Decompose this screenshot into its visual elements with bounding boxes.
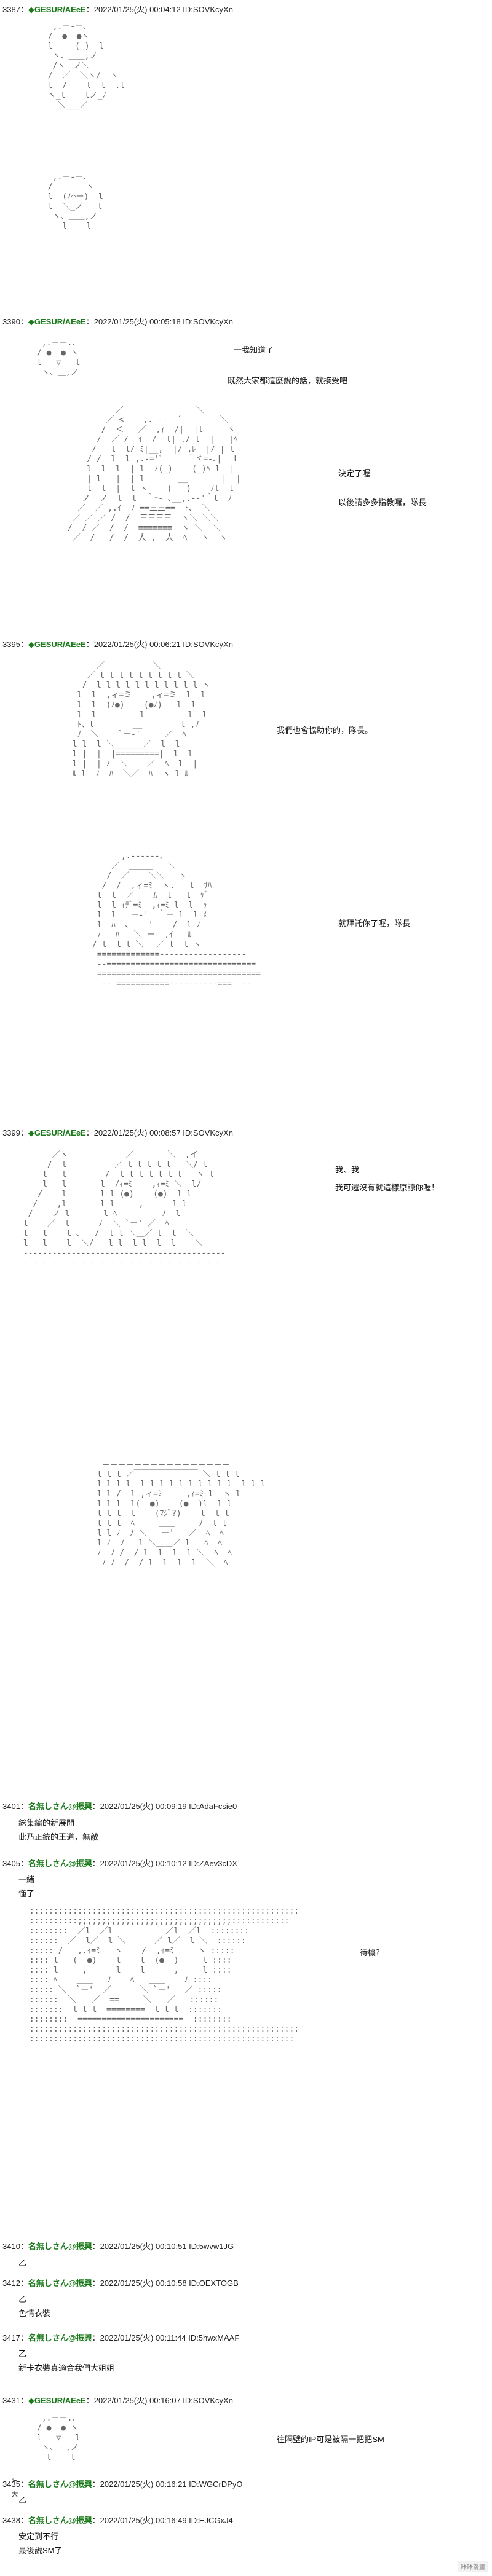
ascii-art: ／￣￣￣￣￣￣￣￣￣＼ ／ < ,. -‐ ´ ＼ / ＜ ／ ,ｨ /| |l…	[68, 406, 241, 543]
post-header: 3431：◆GESUR/AEeE：2022/01/25(火) 00:16:07 …	[2, 2395, 233, 2406]
reply-text: 懂了	[18, 1889, 35, 1899]
reply-text: 総集編的新展開	[18, 1818, 75, 1828]
poster-name[interactable]: ◆GESUR/AEeE	[28, 316, 86, 326]
post-number: 3399：	[2, 1128, 28, 1138]
dialogue-line: 我、我	[335, 1164, 360, 1174]
dialogue-line: 一我知道了	[234, 345, 274, 355]
post-meta: ：2022/01/25(火) 00:09:19 ID:AdaFcsie0	[92, 1802, 237, 1812]
dialogue-line: 既然大家都這麼說的話，就接受吧	[228, 375, 348, 385]
ascii-art: ::::::::::::::::::::::::::::::::::::::::…	[29, 1906, 300, 2044]
poster-name[interactable]: 名無しさん@振興	[28, 2479, 92, 2489]
post-number: 3431：	[2, 2396, 28, 2406]
post-meta: ：2022/01/25(火) 00:06:21 ID:SOVKcyXn	[85, 639, 233, 649]
ascii-art: ／￣￣￣￣￣￣＼ ／ l l l l l l l l l ＼ / l l l l…	[72, 661, 211, 779]
poster-name[interactable]: ◆GESUR/AEeE	[28, 4, 86, 14]
reply-text: 乙	[18, 2295, 27, 2304]
post-number: 3410：	[2, 2242, 28, 2252]
post-number: 3412：	[2, 2278, 28, 2288]
ascii-art: ,.－－.､ / ● ● ヽ l ▽ l ヽ、＿,ノ	[37, 339, 81, 378]
poster-name[interactable]: 名無しさん@振興	[28, 1858, 92, 1868]
post-meta: ：2022/01/25(火) 00:11:44 ID:5hwxMAAF	[92, 2333, 240, 2342]
dialogue-line: 決定了喔	[338, 469, 371, 479]
post-meta: ：2022/01/25(火) 00:10:51 ID:5wvw1JG	[92, 2242, 234, 2252]
post-number: 3401：	[2, 1802, 28, 1812]
post-meta: ：2022/01/25(火) 00:16:21 ID:WGCrDPyO	[92, 2479, 243, 2489]
post-header: 3395：◆GESUR/AEeE：2022/01/25(火) 00:06:21 …	[2, 639, 233, 650]
site-watermark: 咔咔漫畫	[458, 2561, 488, 2572]
reply-text: 乙	[18, 2258, 27, 2268]
post-meta: ：2022/01/25(火) 00:10:58 ID:OEXTOGB	[92, 2278, 239, 2288]
post-number: 3438：	[2, 2515, 28, 2525]
post-header: 3438：名無しさん@振興：2022/01/25(火) 00:16:49 ID:…	[2, 2515, 233, 2526]
poster-name[interactable]: 名無しさん@振興	[28, 1802, 92, 1812]
poster-name[interactable]: 名無しさん@振興	[28, 2333, 92, 2342]
reply-text: 乙	[18, 2349, 27, 2359]
dialogue-line: 待機？	[360, 1947, 384, 1957]
post-meta: ：2022/01/25(火) 00:16:49 ID:EJCGxJ4	[92, 2515, 233, 2525]
ascii-art: ,.-‐‐‐‐-､ ／ ＿＿＿ ＼ / ／ ＼＼ ヽ / / ,ィ=ﾐ ヽ. l…	[92, 852, 261, 989]
post-number: 3395：	[2, 639, 28, 649]
dialogue-line: 以後請多多指教囉，隊長	[338, 497, 427, 507]
post-meta: ：2022/01/25(火) 00:08:57 ID:SOVKcyXn	[85, 1128, 233, 1138]
post-header: 3435：名無しさん@振興：2022/01/25(火) 00:16:21 ID:…	[2, 2479, 243, 2489]
poster-name[interactable]: 名無しさん@振興	[28, 2515, 92, 2525]
side-note: こ	[10, 2474, 18, 2481]
dialogue-line: 我們也會協助你的，隊長。	[277, 726, 373, 736]
dialogue-line: 我可還沒有就這樣原諒你喔！	[335, 1183, 440, 1193]
post-meta: ：2022/01/25(火) 00:05:18 ID:SOVKcyXn	[85, 316, 233, 326]
reply-text: 此乃正統的王道，無敵	[18, 1832, 99, 1842]
post-number: 3387：	[2, 4, 28, 14]
reply-text: 新卡衣裝真適合我們大姐姐	[18, 2363, 115, 2373]
post-meta: ：2022/01/25(火) 00:16:07 ID:SOVKcyXn	[85, 2396, 233, 2406]
post-number: 3435：	[2, 2479, 28, 2489]
dialogue-line: 往隔壁的IP可是被隔一把把SM	[277, 2434, 384, 2444]
reply-text: 最後說SM了	[18, 2546, 63, 2556]
reply-text: 色情衣裝	[18, 2309, 51, 2319]
post-number: 3417：	[2, 2333, 28, 2342]
side-note: 大	[10, 2491, 18, 2498]
reply-text: 安定到不行	[18, 2532, 59, 2542]
poster-name[interactable]: ◆GESUR/AEeE	[28, 2396, 86, 2406]
poster-name[interactable]: 名無しさん@振興	[28, 2242, 92, 2252]
poster-name[interactable]: ◆GESUR/AEeE	[28, 1128, 86, 1138]
post-meta: ：2022/01/25(火) 00:10:12 ID:ZAev3cDX	[92, 1858, 237, 1868]
post-header: 3387：◆GESUR/AEeE：2022/01/25(火) 00:04:12 …	[2, 4, 233, 15]
ascii-art: ,.－‐－､ / ヽ l (ﾉ⌒ー) l l ＼_ノ l ヽ、＿＿,ノ l l	[47, 172, 103, 231]
ascii-art: ,.－‐－､ / ● ●ヽ l (_) l ヽ、＿＿,ノ /ヽ＿ノ＼ ＿ / ／…	[47, 22, 125, 111]
ascii-art: ＝＝＝＝＝＝＝ ＝＝＝＝＝＝＝＝＝＝＝＝＝＝＝＝ l l l ／￣￣￣￣￣￣￣￣…	[97, 1450, 266, 1568]
ascii-art: ／ヽ ／ ￣￣￣ ＼ ,イ / l ／ l l l l l ＼/ l l l /…	[23, 1150, 226, 1268]
post-header: 3410：名無しさん@振興：2022/01/25(火) 00:10:51 ID:…	[2, 2241, 234, 2252]
post-number: 3390：	[2, 316, 28, 326]
reply-text: 一緒	[18, 1874, 35, 1884]
post-header: 3390：◆GESUR/AEeE：2022/01/25(火) 00:05:18 …	[2, 316, 233, 327]
reply-text: 乙	[18, 2495, 27, 2505]
dialogue-line: 就拜託你了喔，隊長	[338, 918, 411, 928]
post-header: 3417：名無しさん@振興：2022/01/25(火) 00:11:44 ID:…	[2, 2333, 239, 2343]
poster-name[interactable]: 名無しさん@振興	[28, 2278, 92, 2288]
post-header: 3399：◆GESUR/AEeE：2022/01/25(火) 00:08:57 …	[2, 1128, 233, 1138]
ascii-art: ,.－－.､ / ● ● ヽ l ▽ l ヽ、＿,ノ l l	[37, 2413, 81, 2462]
post-meta: ：2022/01/25(火) 00:04:12 ID:SOVKcyXn	[85, 4, 233, 14]
post-header: 3405：名無しさん@振興：2022/01/25(火) 00:10:12 ID:…	[2, 1858, 237, 1869]
post-header: 3412：名無しさん@振興：2022/01/25(火) 00:10:58 ID:…	[2, 2278, 239, 2288]
poster-name[interactable]: ◆GESUR/AEeE	[28, 639, 86, 649]
post-header: 3401：名無しさん@振興：2022/01/25(火) 00:09:19 ID:…	[2, 1801, 237, 1812]
post-number: 3405：	[2, 1858, 28, 1868]
